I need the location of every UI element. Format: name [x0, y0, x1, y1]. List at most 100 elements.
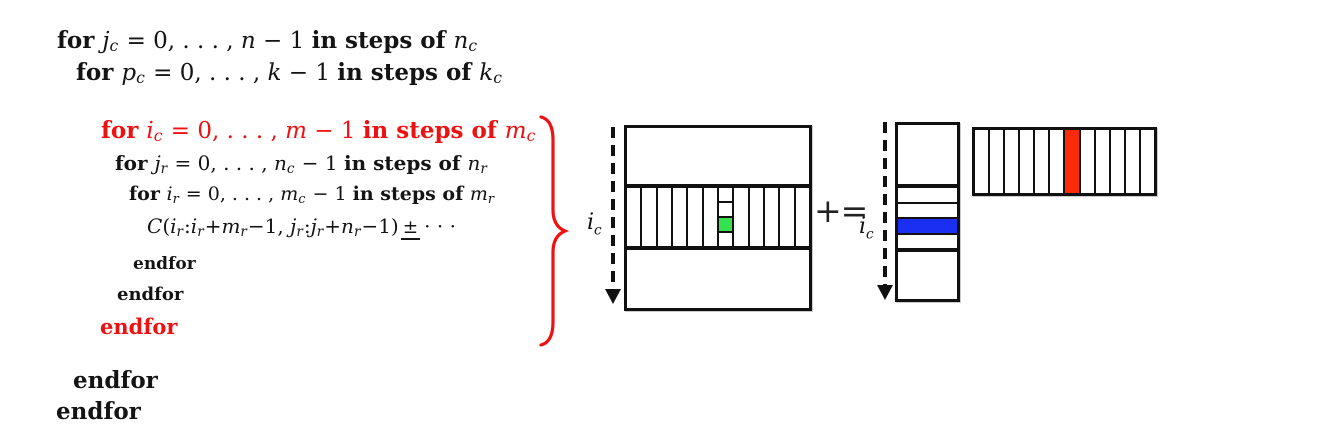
- code-segment-sb: c: [526, 126, 536, 146]
- matrix-b-strip: [1035, 130, 1051, 193]
- matrix-c: [624, 125, 812, 311]
- ic-loop-arrow-a: [883, 122, 887, 285]
- matrix-c-strip: [627, 188, 643, 246]
- code-segment-pl: = 0, . . . ,: [179, 183, 281, 205]
- code-segment-kw: in steps of: [344, 151, 468, 175]
- matrix-a-strip: [898, 235, 957, 249]
- code-segment-sb: r: [296, 223, 303, 240]
- code-segment-sb: c: [153, 126, 163, 146]
- code-segment-m: j: [310, 214, 317, 238]
- matrix-c-strip: [688, 188, 704, 246]
- matrix-b-strip: [1005, 130, 1021, 193]
- code-segment-pl: = 0, . . . ,: [163, 118, 286, 144]
- code-segment-m: j: [102, 28, 110, 54]
- matrix-b: [972, 127, 1157, 196]
- matrix-c-micro-tile: [719, 233, 732, 246]
- matrix-a-current-panel: [898, 188, 957, 248]
- code-line-for-pc: for pc = 0, . . . , k − 1 in steps of kc: [76, 59, 503, 87]
- matrix-c-strip: [780, 188, 796, 246]
- code-segment-m: k: [479, 60, 494, 86]
- code-segment-sb: c: [298, 191, 306, 207]
- matrix-b-strip: [1020, 130, 1036, 193]
- code-segment-m: i: [146, 118, 154, 144]
- matrix-a: [895, 122, 960, 302]
- matrix-c-strip: [765, 188, 781, 246]
- code-line-for-jc: for jc = 0, . . . , n − 1 in steps of nc: [57, 27, 478, 55]
- code-segment-kw: for: [101, 117, 147, 144]
- code-segment-sb: r: [160, 160, 168, 177]
- matrix-c-strip: [658, 188, 673, 246]
- matrix-b-strip: [1050, 130, 1066, 193]
- matrix-a-bottom-block: [898, 252, 957, 299]
- code-line-endfor-ir: endfor: [133, 254, 196, 274]
- code-segment-m: j: [154, 151, 161, 175]
- code-segment-m: m: [280, 183, 299, 205]
- matrix-b-strip: [1096, 130, 1111, 193]
- code-segment-pl: = 0, . . . ,: [168, 151, 274, 175]
- code-segment-pl: − 1: [306, 118, 363, 144]
- ic-loop-arrow-c: [611, 127, 615, 289]
- code-segment-kw: in steps of: [337, 59, 480, 86]
- code-segment-pl: −1,: [247, 214, 291, 238]
- code-line-endfor-jc: endfor: [56, 398, 141, 425]
- code-segment-kw: endfor: [73, 367, 158, 394]
- ic-label-base: i: [587, 210, 595, 235]
- code-segment-sb: r: [176, 223, 184, 240]
- code-segment-m: i: [166, 183, 173, 205]
- matrix-c-bottom-block: [627, 250, 809, 308]
- code-segment-m: n: [240, 28, 256, 54]
- code-segment-pmeq: ±: [400, 218, 421, 241]
- matrix-a-block-divider: [898, 184, 957, 188]
- matrix-b-strip: [975, 130, 991, 193]
- code-segment-pl: +: [324, 214, 342, 238]
- code-segment-kw: endfor: [133, 254, 196, 274]
- code-segment-sb: c: [136, 68, 145, 88]
- code-line-endfor-jr: endfor: [117, 284, 183, 305]
- code-segment-m: j: [290, 214, 297, 238]
- code-segment-pl: − 1: [295, 151, 345, 175]
- code-segment-pl: −1): [361, 214, 399, 238]
- code-segment-m: m: [221, 214, 241, 238]
- code-segment-pl: − 1: [281, 60, 338, 86]
- ic-loop-label-c: ic: [587, 210, 602, 238]
- code-segment-pl: = 0, . . . ,: [119, 28, 241, 54]
- code-segment-kw: endfor: [100, 314, 178, 339]
- matrix-a-block-divider: [898, 248, 957, 252]
- matrix-a-current-strip: [898, 219, 957, 235]
- code-segment-sb: r: [172, 191, 179, 207]
- code-segment-pl: − 1: [306, 183, 353, 205]
- ic-label-sub: c: [866, 226, 874, 243]
- matrix-b-strip: [1126, 130, 1141, 193]
- arrow-head-icon: [877, 285, 893, 300]
- code-line-for-ic: for ic = 0, . . . , m − 1 in steps of mc: [101, 117, 536, 145]
- code-segment-sb: c: [109, 36, 119, 56]
- matrix-c-strip: [796, 188, 809, 246]
- code-segment-m: k: [267, 60, 282, 86]
- code-segment-sb: r: [197, 223, 204, 240]
- code-line-for-ir: for ir = 0, . . . , mc − 1 in steps of m…: [129, 183, 495, 207]
- matrix-c-block-divider: [627, 184, 809, 188]
- code-segment-pl: · · ·: [424, 214, 456, 238]
- matrix-b-current-strip: [1065, 130, 1081, 193]
- code-segment-sb: r: [487, 191, 495, 207]
- code-line-endfor-pc: endfor: [73, 367, 158, 394]
- code-segment-kw: in steps of: [311, 27, 454, 54]
- code-segment-m: n: [453, 28, 469, 54]
- code-segment-kw: in steps of: [362, 117, 505, 144]
- matrix-c-current-micro-tile: [718, 218, 733, 233]
- code-segment-m: C: [147, 214, 163, 238]
- code-segment-kw: for: [57, 27, 103, 54]
- code-segment-m: m: [469, 183, 488, 205]
- code-line-endfor-ic: endfor: [100, 314, 177, 339]
- code-segment-kw: for: [129, 183, 167, 205]
- code-segment-m: m: [285, 118, 307, 144]
- code-segment-sb: c: [286, 160, 295, 177]
- matrix-c-block-divider: [627, 246, 809, 250]
- matrix-a-strip: [898, 204, 957, 219]
- code-segment-kw: in steps of: [352, 183, 470, 205]
- code-segment-kw: endfor: [56, 398, 141, 425]
- code-segment-m: n: [467, 151, 481, 175]
- matrix-b-strip: [1111, 130, 1126, 193]
- matrix-c-micro-tile: [718, 203, 733, 218]
- matrix-c-strip: [750, 188, 765, 246]
